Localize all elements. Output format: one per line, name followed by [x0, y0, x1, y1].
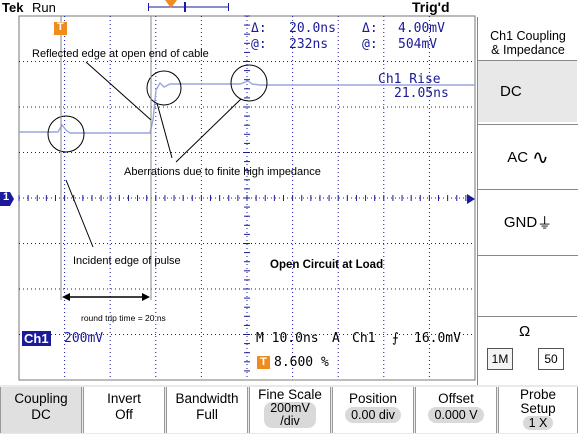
round-trip-annotation: round trip time = 20 ns	[81, 313, 166, 323]
bottom-fine-scale-button[interactable]: Fine Scale 200mV /div	[249, 387, 331, 433]
probe-setup-menu-value: 1 X	[522, 416, 554, 430]
position-menu-value: 0.00 div	[345, 407, 401, 423]
impedance-1m-button[interactable]: 1M	[487, 348, 513, 370]
invert-menu-label: Invert	[107, 391, 141, 406]
aberration-circle	[230, 64, 268, 102]
coupling-dc-button[interactable]: DC	[477, 60, 577, 122]
aberration-leader-2	[175, 98, 242, 163]
ohm-icon: Ω	[519, 323, 531, 340]
reflected-circle	[146, 70, 182, 106]
coupling-ac-label: AC	[507, 148, 529, 166]
reflected-annotation: Reflected edge at open end of cable	[32, 48, 209, 60]
ground-symbol-icon: ⏚	[537, 215, 553, 232]
coupling-gnd-label: GND	[503, 214, 538, 231]
coupling-menu-label: Coupling	[14, 391, 68, 406]
round-trip-arrow	[62, 293, 150, 301]
ground-marker-label: 1	[3, 191, 10, 203]
coupling-menu-value: DC	[31, 407, 51, 422]
invert-menu-value: Off	[115, 407, 133, 422]
trigger-state: Trig'd	[412, 0, 450, 15]
open-circuit-annotation: Open Circuit at Load	[270, 259, 384, 271]
position-menu-label: Position	[348, 391, 398, 406]
trigger-position-icon: T	[257, 356, 270, 369]
delta-volt-value: 4.00mV	[398, 21, 445, 36]
rising-edge-icon: ⨍	[392, 330, 399, 345]
graticule-grid	[18, 15, 472, 377]
impedance-area	[477, 316, 577, 379]
bottom-offset-button[interactable]: Offset 0.000 V	[415, 387, 497, 433]
coupling-ac-button[interactable]: AC ∿	[477, 124, 578, 189]
trigger-source: Ch1	[352, 331, 376, 346]
trigger-point-marker	[54, 22, 67, 35]
side-menu-title-line2: & Impedance	[491, 43, 565, 57]
probe-setup-menu-label: Probe Setup	[519, 387, 557, 416]
at-volt-value: 504mV	[398, 37, 438, 52]
record-view-bar	[148, 2, 229, 12]
brand-label: Tek	[2, 0, 24, 15]
bottom-invert-button[interactable]: Invert Off	[83, 387, 165, 433]
reflected-leader	[85, 61, 152, 121]
at-volt-symbol: @:	[362, 37, 378, 52]
delta-time-value: 20.0ns	[289, 21, 336, 36]
fine-scale-menu-value: 200mV /div	[264, 402, 316, 428]
bandwidth-menu-label: Bandwidth	[175, 391, 239, 406]
trigger-position-value: 8.600 %	[274, 355, 329, 370]
at-time-value: 232ns	[289, 37, 329, 52]
incident-circle	[47, 115, 85, 153]
acquisition-state: Run	[32, 0, 56, 15]
incident-annotation: Incident edge of pulse	[73, 255, 181, 267]
offset-menu-label: Offset	[438, 391, 474, 406]
volts-per-div: 200mV	[64, 331, 104, 346]
side-menu-title-line1: Ch1 Coupling	[490, 29, 566, 43]
trigger-marker-glyph: T	[57, 21, 64, 33]
offset-menu-value: 0.000 V	[428, 407, 484, 423]
top-status-bar	[0, 0, 578, 17]
bottom-bandwidth-button[interactable]: Bandwidth Full	[166, 387, 248, 433]
ac-wave-icon: ∿	[532, 146, 549, 169]
coupling-dc-label: DC	[500, 83, 522, 100]
rise-value: 21.05ns	[394, 86, 449, 101]
coupling-gnd-button[interactable]: GND ⏚	[477, 189, 578, 256]
trigger-level-marker[interactable]	[467, 194, 475, 204]
trigger-level: 16.0mV	[414, 331, 461, 346]
fine-scale-menu-label: Fine Scale	[258, 387, 322, 402]
at-time-symbol: @:	[251, 37, 267, 52]
aberration-leader-1	[156, 102, 173, 159]
rise-label: Ch1 Rise	[378, 72, 441, 87]
delta-time-symbol: Δ:	[251, 21, 267, 36]
channel-badge: Ch1	[22, 331, 51, 346]
timebase: M 10.0ns	[256, 331, 319, 346]
ch1-ground-marker[interactable]	[0, 192, 14, 206]
waveform-display	[0, 0, 476, 381]
bandwidth-menu-value: Full	[196, 407, 218, 422]
bottom-probe-setup-button[interactable]: Probe Setup 1 X	[498, 387, 578, 433]
aberrations-annotation: Aberrations due to finite high impedance	[124, 166, 321, 178]
trigger-mode: A	[332, 331, 340, 346]
impedance-50-button[interactable]: 50	[538, 348, 564, 370]
incident-leader	[65, 179, 94, 248]
trigger-position-marker	[165, 0, 177, 8]
ch1-trace	[19, 80, 475, 134]
side-menu-title: Ch1 Coupling & Impedance	[478, 29, 578, 57]
bottom-position-button[interactable]: Position 0.00 div	[332, 387, 414, 433]
bottom-coupling-button[interactable]: Coupling DC	[0, 387, 82, 433]
delta-volt-symbol: Δ:	[362, 21, 378, 36]
